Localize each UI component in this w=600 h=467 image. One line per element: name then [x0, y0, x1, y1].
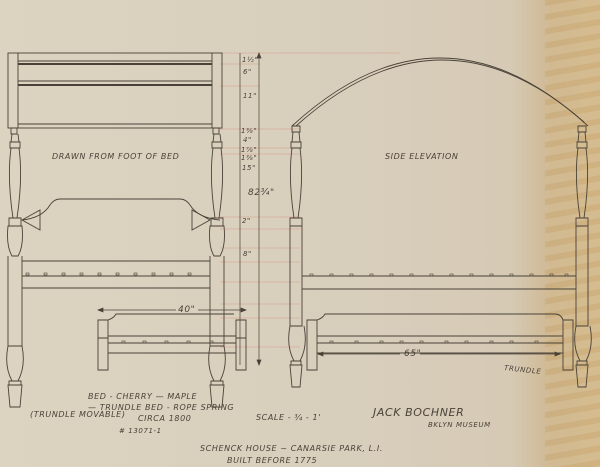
rope-pegs-side [309, 273, 569, 344]
scale-label: SCALE - ¾ - 1' [256, 413, 322, 422]
overall-height-label: 82¾" [248, 188, 275, 198]
dim-label: 11" [243, 92, 257, 100]
dimension-column [239, 52, 262, 366]
dim-label: 8" [243, 250, 252, 258]
location: SCHENCK HOUSE ~ CANARSIE PARK, L.I. [200, 444, 383, 453]
rope-pegs-front [25, 272, 214, 344]
catalog-number: # 13071-1 [119, 427, 162, 435]
caption-material: BED - CHERRY — MAPLE [88, 392, 198, 401]
trundle-dimension-arrows [97, 307, 561, 357]
water-stain [545, 0, 600, 467]
dim-label: 4" [243, 136, 252, 144]
side-view [288, 57, 592, 388]
trundle-width-label: 40" [178, 305, 196, 315]
institution: BKLYN MUSEUM [428, 421, 491, 429]
dim-label: 1⅜" [241, 154, 258, 162]
projection-lines [220, 52, 400, 348]
dim-label: 1⅞" [241, 146, 258, 154]
dim-label: 6" [243, 68, 252, 76]
dim-label: 1⅜" [241, 127, 258, 135]
front-view-title: DRAWN FROM FOOT OF BED [52, 152, 180, 161]
artist-name: JACK BOCHNER [373, 406, 465, 419]
caption-trundle: — TRUNDLE BED - ROPE SPRING [88, 403, 235, 412]
front-view [6, 52, 247, 408]
dim-label: 2" [242, 217, 251, 225]
dim-label: 1½" [242, 56, 259, 64]
caption-date: CIRCA 1800 [138, 414, 192, 423]
side-view-title: SIDE ELEVATION [385, 152, 459, 161]
dim-label: 15" [242, 164, 256, 172]
trundle-length-label: 65" [404, 349, 422, 359]
built-date: BUILT BEFORE 1775 [227, 456, 318, 465]
caption-trundle-movable: (TRUNDLE MOVABLE) [30, 410, 126, 419]
